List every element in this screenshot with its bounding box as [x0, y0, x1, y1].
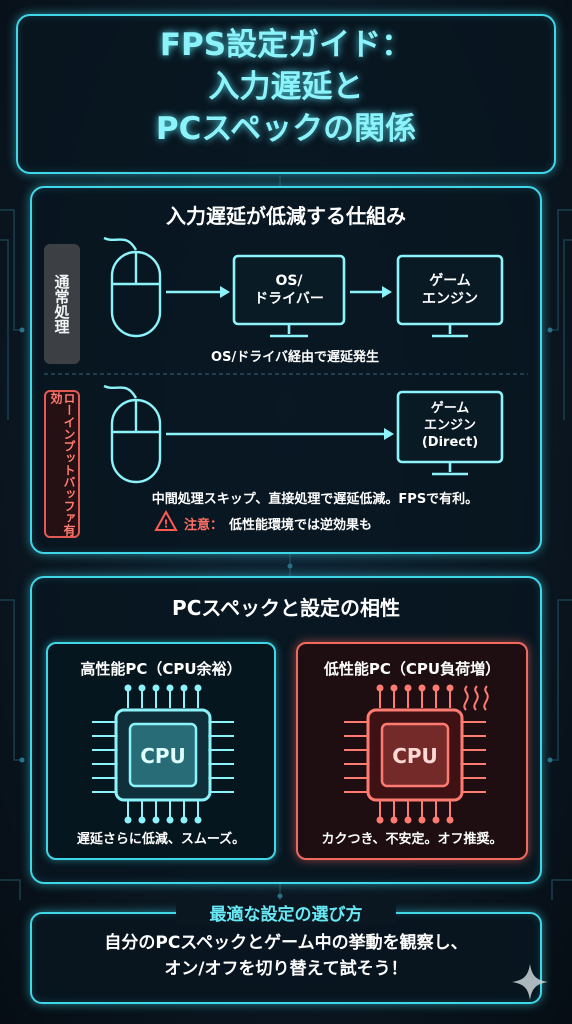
cpu-chip-icon [344, 684, 486, 824]
engine-label-line-1: ゲーム [429, 273, 471, 289]
tip-line-1: 自分のPCスペックとゲーム中の挙動を観察し、 [104, 933, 468, 953]
game-engine-label: ゲーム エンジン [398, 272, 502, 308]
sparkle-icon [512, 964, 548, 1000]
page-title: FPS設定ガイド： 入力遅延と PCスペックの関係 [16, 24, 556, 150]
normal-process-tag: 通常処理 [44, 244, 80, 364]
low-input-buffer-tag: ローインプットバッファ有効 [44, 390, 80, 538]
high-cpu-label: CPU [140, 744, 186, 768]
low-spec-card: 低性能PC（CPU負荷増） CPU [296, 642, 528, 860]
title-line-3: PCスペックの関係 [155, 111, 417, 147]
low-spec-title: 低性能PC（CPU負荷増） [323, 660, 501, 678]
tip-line-2: オン/オフを切り替えて試そう！ [164, 959, 408, 979]
high-spec-caption: 遅延さらに低減、スムーズ。 [76, 832, 246, 847]
os-label-line-2: ドライバー [254, 291, 324, 307]
engine-label-line-2: エンジン [422, 291, 478, 307]
title-line-2: 入力遅延と [208, 69, 364, 105]
warning-lead: 注意： [184, 518, 224, 533]
direct-label-line-2: エンジン [423, 418, 476, 433]
normal-caption: OS/ドライバ経由で遅延発生 [211, 350, 379, 365]
monitor-icon [232, 254, 346, 338]
warning-body: 低性能環境では逆効果も [229, 518, 373, 533]
mechanism-heading: 入力遅延が低減する仕組み [166, 204, 406, 228]
direct-engine-label: ゲーム エンジン (Direct) [398, 400, 502, 451]
monitor-icon [396, 390, 504, 476]
specs-heading: PCスペックと設定の相性 [172, 596, 400, 620]
direct-label-line-3: (Direct) [421, 435, 479, 450]
os-driver-label: OS/ ドライバー [234, 272, 344, 308]
mouse-icon [103, 384, 162, 484]
tip-heading: 最適な設定の選び方 [176, 900, 396, 925]
cpu-chip-icon [92, 684, 234, 824]
mouse-icon [103, 236, 162, 338]
high-spec-title: 高性能PC（CPU余裕） [80, 660, 242, 678]
warning-note: 注意： 低性能環境では逆効果も [184, 514, 372, 533]
low-spec-caption: カクつき、不安定。オフ推奨。 [321, 832, 503, 847]
title-line-1: FPS設定ガイド： [159, 27, 413, 63]
os-label-line-1: OS/ [275, 273, 303, 289]
arrow-right-icon [166, 428, 394, 440]
arrow-right-icon [350, 286, 392, 298]
svg-text:!: ! [163, 518, 168, 531]
low-input-caption: 中間処理スキップ、直接処理で遅延低減。FPSで有利。 [151, 492, 479, 507]
direct-label-line-1: ゲーム [430, 401, 470, 416]
monitor-icon [396, 254, 504, 338]
title-panel [16, 14, 556, 174]
arrow-right-icon [166, 286, 230, 298]
warning-icon: ! [154, 509, 178, 531]
high-spec-card: 高性能PC（CPU余裕） CPU 遅延さらに低減、スムーズ。 [46, 642, 276, 860]
low-cpu-label: CPU [392, 744, 438, 768]
heat-waves-icon [463, 685, 489, 711]
mechanism-panel [30, 186, 542, 554]
tip-body: 自分のPCスペックとゲーム中の挙動を観察し、 オン/オフを切り替えて試そう！ [30, 930, 542, 982]
